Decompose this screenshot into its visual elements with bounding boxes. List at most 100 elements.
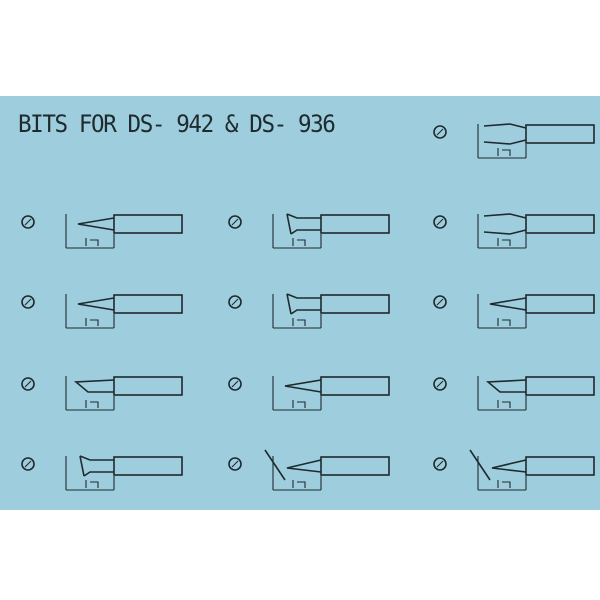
bit-shank: [320, 294, 390, 314]
bit-dimension-line: [65, 294, 115, 329]
bit-tip: [469, 449, 527, 481]
bit-dimension-tick: [497, 400, 511, 408]
bit-dimension-line: [477, 294, 527, 329]
bit-shank: [320, 214, 390, 234]
bit-dimension-tick: [497, 480, 511, 488]
bit-profile-icon: [433, 449, 595, 491]
bit-dimension-line: [65, 214, 115, 249]
bit-drawing: [225, 194, 395, 256]
bit-end-view-mark: [24, 218, 32, 226]
bit-tip: [489, 297, 527, 311]
bit-end-view-mark: [231, 460, 239, 468]
bit-tip: [483, 123, 527, 145]
bit-end-view-mark: [436, 298, 444, 306]
bit-dimension-line: [65, 456, 115, 491]
bit-end-view-circle: [228, 457, 242, 471]
bit-dimension-line: [272, 294, 322, 329]
bit-end-view-circle: [21, 215, 35, 229]
bit-end-view-mark: [436, 128, 444, 136]
bit-dimension-line: [272, 376, 322, 411]
bits-reference-card: BITS FOR DS- 942 & DS- 936: [0, 96, 600, 510]
card-title: BITS FOR DS- 942 & DS- 936: [18, 110, 336, 138]
bit-end-view-circle: [433, 295, 447, 309]
bit-dimension-line: [477, 456, 527, 491]
bit-end-view-circle: [433, 377, 447, 391]
bit-profile-icon: [228, 376, 390, 411]
bit-profile-icon: [228, 293, 390, 329]
bit-tip: [284, 379, 322, 393]
bit-dimension-tick: [292, 480, 306, 488]
bit-end-view-mark: [24, 298, 32, 306]
bit-end-view-mark: [231, 298, 239, 306]
bit-dimension-line: [65, 376, 115, 411]
bit-drawing: [18, 274, 188, 336]
bit-shank: [525, 376, 595, 396]
bit-profile-icon: [433, 213, 595, 249]
bit-profile-icon: [21, 214, 183, 249]
bit-tip: [73, 379, 115, 393]
bit-end-view-mark: [436, 460, 444, 468]
bit-drawing: [225, 356, 395, 418]
bit-dimension-line: [477, 214, 527, 249]
bit-profile-icon: [433, 294, 595, 329]
bit-profile-icon: [228, 449, 390, 491]
bit-dimension-line: [272, 456, 322, 491]
bit-shank: [320, 456, 390, 476]
bit-tip: [483, 213, 527, 235]
bit-end-view-circle: [228, 215, 242, 229]
bit-drawing: [18, 356, 188, 418]
bit-dimension-tick: [292, 400, 306, 408]
bit-end-view-circle: [228, 377, 242, 391]
bit-shank: [113, 294, 183, 314]
bit-tip: [79, 455, 114, 477]
bit-dimension-tick: [292, 238, 306, 246]
bit-end-view-circle: [21, 457, 35, 471]
bit-drawing: [430, 436, 600, 498]
bit-drawing: [225, 436, 395, 498]
bit-profile-icon: [21, 294, 183, 329]
bit-shank: [320, 376, 390, 396]
bit-dimension-line: [477, 376, 527, 411]
bit-profile-icon: [433, 123, 595, 159]
bit-shank: [113, 376, 183, 396]
bit-dimension-tick: [85, 238, 99, 246]
bit-shank: [525, 456, 595, 476]
bit-tip: [264, 449, 322, 481]
bit-dimension-tick: [85, 318, 99, 326]
bit-drawing: [430, 194, 600, 256]
bit-profile-icon: [228, 213, 390, 249]
bit-end-view-circle: [433, 215, 447, 229]
bit-profile-icon: [21, 455, 183, 491]
bit-drawing: [225, 274, 395, 336]
bit-end-view-mark: [24, 380, 32, 388]
bit-end-view-circle: [228, 295, 242, 309]
bit-end-view-mark: [436, 380, 444, 388]
bit-shank: [525, 214, 595, 234]
bit-end-view-mark: [436, 218, 444, 226]
bit-end-view-circle: [21, 377, 35, 391]
bit-profile-icon: [21, 376, 183, 411]
bit-dimension-tick: [292, 318, 306, 326]
bit-shank: [113, 456, 183, 476]
bit-tip: [286, 293, 321, 315]
bit-dimension-line: [477, 124, 527, 159]
bit-drawing: [430, 104, 600, 166]
bit-drawing: [430, 274, 600, 336]
bit-end-view-circle: [21, 295, 35, 309]
bit-dimension-line: [272, 214, 322, 249]
bit-dimension-tick: [85, 400, 99, 408]
bit-drawing: [18, 436, 188, 498]
bit-tip: [485, 379, 527, 393]
bit-end-view-circle: [433, 125, 447, 139]
bit-drawing: [18, 194, 188, 256]
bit-shank: [113, 214, 183, 234]
bit-drawing: [430, 356, 600, 418]
bit-dimension-tick: [497, 318, 511, 326]
bit-end-view-mark: [24, 460, 32, 468]
bit-dimension-tick: [85, 480, 99, 488]
bit-end-view-mark: [231, 218, 239, 226]
bit-shank: [525, 294, 595, 314]
bit-end-view-mark: [231, 380, 239, 388]
bit-dimension-tick: [497, 238, 511, 246]
bit-shank: [525, 124, 595, 144]
